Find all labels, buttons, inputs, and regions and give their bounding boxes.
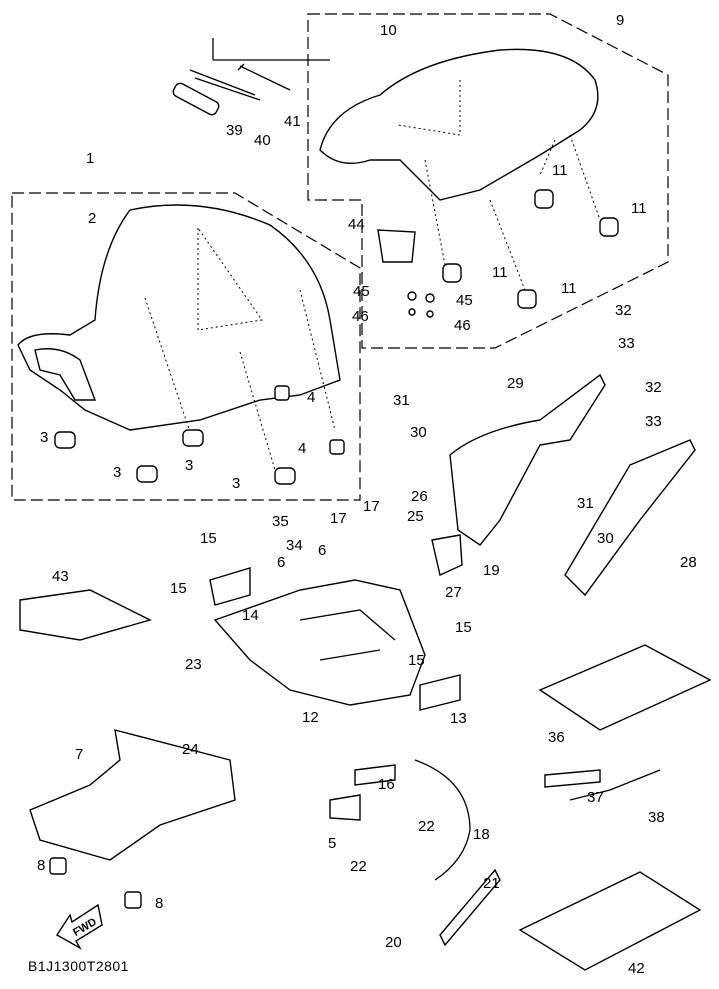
callout-41: 41 — [284, 113, 301, 130]
callout-3: 3 — [40, 429, 48, 446]
fwd-arrow-icon: FWD — [56, 903, 103, 950]
callout-30: 30 — [410, 424, 427, 441]
callout-13: 13 — [450, 710, 467, 727]
callout-37: 37 — [587, 789, 604, 806]
callout-6: 6 — [318, 542, 326, 559]
front-seat — [17, 204, 341, 431]
callout-21: 21 — [483, 875, 500, 892]
callout-10: 10 — [380, 22, 397, 39]
callout-45: 45 — [353, 283, 370, 300]
grab-bar-28 — [564, 439, 696, 597]
callout-20: 20 — [385, 934, 402, 951]
callout-8: 8 — [155, 895, 163, 912]
seat-hook-44 — [377, 229, 416, 263]
callout-11: 11 — [561, 280, 577, 297]
callout-1: 1 — [86, 150, 94, 167]
callout-44: 44 — [348, 216, 365, 233]
callout-4: 4 — [307, 389, 315, 406]
callout-17: 17 — [330, 510, 347, 527]
callout-23: 23 — [185, 656, 202, 673]
callout-36: 36 — [548, 729, 565, 746]
callout-34: 34 — [286, 537, 303, 554]
callout-31: 31 — [393, 392, 410, 409]
callout-46: 46 — [454, 317, 471, 334]
callout-15: 15 — [170, 580, 187, 597]
callout-5: 5 — [328, 835, 336, 852]
callout-15: 15 — [200, 530, 217, 547]
callout-40: 40 — [254, 132, 271, 149]
pouch-36 — [538, 644, 712, 731]
callout-32: 32 — [615, 302, 632, 319]
callout-30: 30 — [597, 530, 614, 547]
callout-42: 42 — [628, 960, 645, 977]
callout-7: 7 — [75, 746, 83, 763]
callout-4: 4 — [298, 440, 306, 457]
callout-31: 31 — [577, 495, 594, 512]
callout-38: 38 — [648, 809, 665, 826]
manual-42 — [518, 871, 702, 971]
diagram-code: B1J1300T2801 — [28, 958, 129, 974]
callout-18: 18 — [473, 826, 490, 843]
callout-8: 8 — [37, 857, 45, 874]
callout-24: 24 — [182, 741, 199, 758]
callout-35: 35 — [272, 513, 289, 530]
callout-11: 11 — [492, 264, 508, 281]
manual-43 — [19, 589, 152, 641]
callout-22: 22 — [418, 818, 435, 835]
callout-45: 45 — [456, 292, 473, 309]
callout-43: 43 — [52, 568, 69, 585]
callout-29: 29 — [507, 375, 524, 392]
callout-2: 2 — [88, 210, 96, 227]
seat-bracket-12 — [213, 579, 426, 706]
callout-15: 15 — [408, 652, 425, 669]
callout-15: 15 — [455, 619, 472, 636]
callout-16: 16 — [378, 776, 395, 793]
group-box-9 — [307, 13, 669, 349]
callout-25: 25 — [407, 508, 424, 525]
callout-32: 32 — [645, 379, 662, 396]
callout-33: 33 — [618, 335, 635, 352]
callout-3: 3 — [113, 464, 121, 481]
grab-bar-29 — [449, 373, 606, 546]
callout-14: 14 — [242, 607, 259, 624]
callout-26: 26 — [411, 488, 428, 505]
callout-9: 9 — [616, 12, 624, 29]
callout-28: 28 — [680, 554, 697, 571]
callout-3: 3 — [185, 457, 193, 474]
callout-6: 6 — [277, 554, 285, 571]
damper-3a — [54, 431, 76, 449]
callout-17: 17 — [363, 498, 380, 515]
callout-3: 3 — [232, 475, 240, 492]
callout-33: 33 — [645, 413, 662, 430]
callout-12: 12 — [302, 709, 319, 726]
callout-11: 11 — [552, 162, 568, 179]
callout-22: 22 — [350, 858, 367, 875]
callout-11: 11 — [631, 200, 647, 217]
callout-27: 27 — [445, 584, 462, 601]
bracket-7 — [29, 729, 236, 861]
callout-39: 39 — [226, 122, 243, 139]
group-box-1 — [11, 192, 361, 501]
callout-19: 19 — [483, 562, 500, 579]
callout-46: 46 — [352, 308, 369, 325]
rear-seat — [319, 48, 599, 201]
seat-lock-cable — [414, 759, 471, 881]
